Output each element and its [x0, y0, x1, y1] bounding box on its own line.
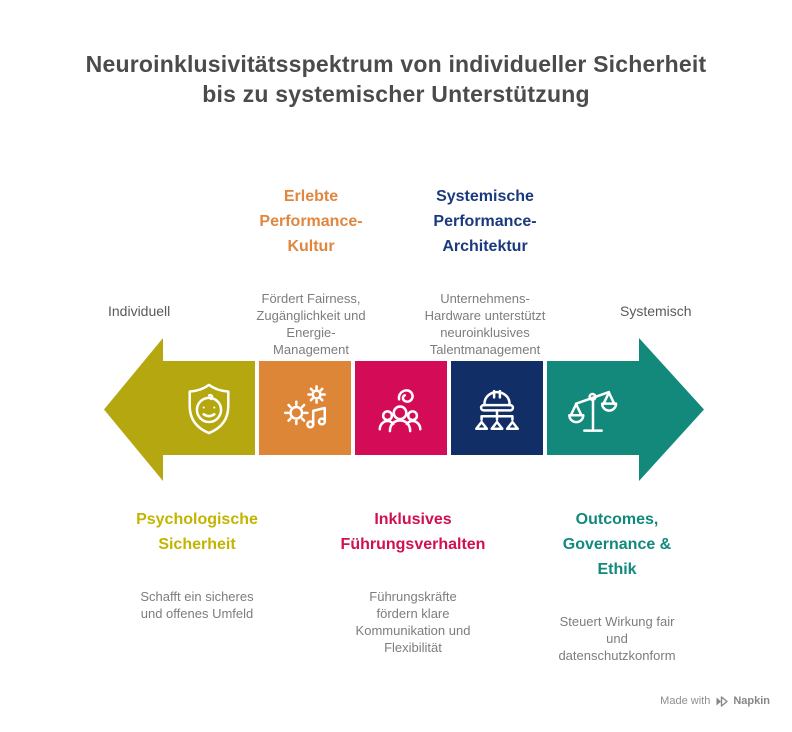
left-arrowhead [104, 338, 163, 481]
callout-heading: Systemische Performance- Architektur [433, 188, 537, 255]
callout-inklusives-fuehrungsverhalten: Inklusives Führungsverhalten Führungskrä… [318, 489, 508, 674]
callout-description: Schafft ein sicheres und offenes Umfeld [140, 589, 254, 621]
callout-description: Führungskräfte fördern klare Kommunikati… [355, 589, 471, 655]
callout-erlebte-performance-kultur: Erlebte Performance- Kultur Fördert Fair… [221, 166, 401, 376]
made-with-label: Made with [660, 695, 711, 707]
right-arrowhead [639, 338, 704, 481]
page-title: Neuroinklusivitätsspektrum von individue… [85, 51, 707, 107]
segment-inklusives-fuehrungsverhalten [355, 361, 447, 455]
callout-psychologische-sicherheit: Psychologische Sicherheit Schafft ein si… [102, 489, 292, 640]
shield-smiley-icon [188, 383, 230, 435]
balance-scales-icon [568, 390, 618, 432]
segment-outcomes-governance-ethik [547, 361, 639, 455]
callout-heading: Inklusives Führungsverhalten [340, 511, 486, 553]
napkin-brand-label: Napkin [733, 695, 770, 707]
people-group-icon [378, 389, 422, 433]
callout-description: Steuert Wirkung fair und datenschutzkonf… [558, 614, 676, 663]
gears-music-note-icon [283, 385, 327, 429]
hard-hat-hierarchy-icon [475, 389, 519, 430]
callout-heading: Erlebte Performance- Kultur [259, 188, 363, 255]
segment-psychologische-sicherheit [163, 361, 255, 455]
segment-erlebte-performance-kultur [259, 361, 351, 455]
made-with-napkin: Made with Napkin [660, 695, 770, 707]
callout-outcomes-governance-ethik: Outcomes, Governance & Ethik Steuert Wir… [522, 489, 712, 682]
napkin-logo-icon [716, 695, 729, 707]
callout-heading: Psychologische Sicherheit [136, 511, 258, 553]
segment-systemische-performance-architektur [451, 361, 543, 455]
callout-systemische-performance-architektur: Systemische Performance- Architektur Unt… [395, 166, 575, 376]
callout-description: Unternehmens- Hardware unterstützt neuro… [424, 291, 546, 357]
callout-description: Fördert Fairness, Zugänglichkeit und Ene… [256, 291, 366, 357]
spectrum-left-label: Individuell [108, 303, 171, 319]
spectrum-right-label: Systemisch [620, 303, 692, 319]
callout-heading: Outcomes, Governance & Ethik [562, 511, 672, 578]
